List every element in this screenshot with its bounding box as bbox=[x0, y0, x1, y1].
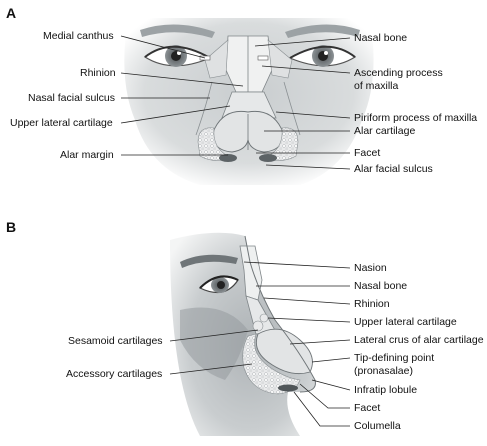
leader-rhinion-a bbox=[120, 72, 244, 87]
label-tip-defining-point: Tip-defining point bbox=[354, 352, 434, 364]
label-piriform-process: Piriform process of maxilla bbox=[354, 112, 477, 124]
leader-lateral-crus bbox=[289, 339, 351, 345]
label-lateral-crus: Lateral crus of alar cartilage bbox=[354, 334, 484, 346]
label-facet-b: Facet bbox=[354, 402, 380, 414]
label-nasion: Nasion bbox=[354, 262, 387, 274]
frontal-face-illustration bbox=[124, 18, 374, 185]
leader-infratip-lobule bbox=[311, 379, 351, 391]
label-infratip-lobule: Infratip lobule bbox=[354, 384, 417, 396]
leader-accessory bbox=[169, 363, 253, 375]
leader-upper-lateral-cartilage-b bbox=[267, 317, 351, 323]
label-nasal-bone-b: Nasal bone bbox=[354, 280, 407, 292]
label-rhinion-b: Rhinion bbox=[354, 298, 390, 310]
leader-columella bbox=[293, 391, 350, 427]
label-alar-cartilage: Alar cartilage bbox=[354, 125, 415, 137]
alar-fibrofatty-tissue bbox=[197, 127, 233, 161]
leader-upper-lateral-cartilage-a bbox=[120, 105, 231, 124]
label-facet-a: Facet bbox=[354, 147, 380, 159]
label-rhinion-a: Rhinion bbox=[80, 67, 116, 79]
label-nasal-bone-a: Nasal bone bbox=[354, 32, 407, 44]
leader-alar-facial-sulcus bbox=[265, 164, 351, 170]
panel-b: B bbox=[6, 219, 484, 436]
leader-medial-canthus bbox=[120, 35, 206, 59]
label-upper-lateral-cartilage-b: Upper lateral cartilage bbox=[354, 316, 457, 328]
label-alar-facial-sulcus: Alar facial sulcus bbox=[354, 163, 433, 175]
leader-nasal-bone-a bbox=[254, 37, 351, 47]
label-accessory-cartilages: Accessory cartilages bbox=[66, 368, 162, 380]
label-alar-margin: Alar margin bbox=[60, 149, 114, 161]
leader-rhinion-b bbox=[263, 297, 351, 305]
leader-tip-defining-point bbox=[311, 357, 351, 363]
panel-a: A bbox=[6, 5, 477, 185]
profile-eye bbox=[198, 275, 239, 294]
profile-face-illustration bbox=[170, 232, 316, 436]
label-sesamoid-cartilages: Sesamoid cartilages bbox=[68, 335, 163, 347]
leader-sesamoid bbox=[169, 329, 259, 342]
panel-a-letter: A bbox=[6, 5, 16, 21]
label-pronasalae: (pronasalae) bbox=[354, 365, 413, 377]
label-upper-lateral-cartilage-a: Upper lateral cartilage bbox=[10, 117, 113, 129]
label-columella: Columella bbox=[354, 420, 401, 432]
label-ascending-process: Ascending process bbox=[354, 67, 443, 79]
panel-b-letter: B bbox=[6, 219, 16, 235]
nasal-bone-shape bbox=[225, 35, 273, 93]
leader-nasion bbox=[243, 261, 351, 269]
leader-piriform-process bbox=[275, 111, 351, 119]
right-eye bbox=[288, 45, 357, 67]
label-medial-canthus: Medial canthus bbox=[43, 30, 114, 42]
label-of-maxilla: of maxilla bbox=[354, 80, 399, 92]
leader-facet-b bbox=[299, 383, 350, 409]
leader-ascending-process bbox=[261, 65, 351, 74]
label-nasal-facial-sulcus: Nasal facial sulcus bbox=[28, 92, 115, 104]
